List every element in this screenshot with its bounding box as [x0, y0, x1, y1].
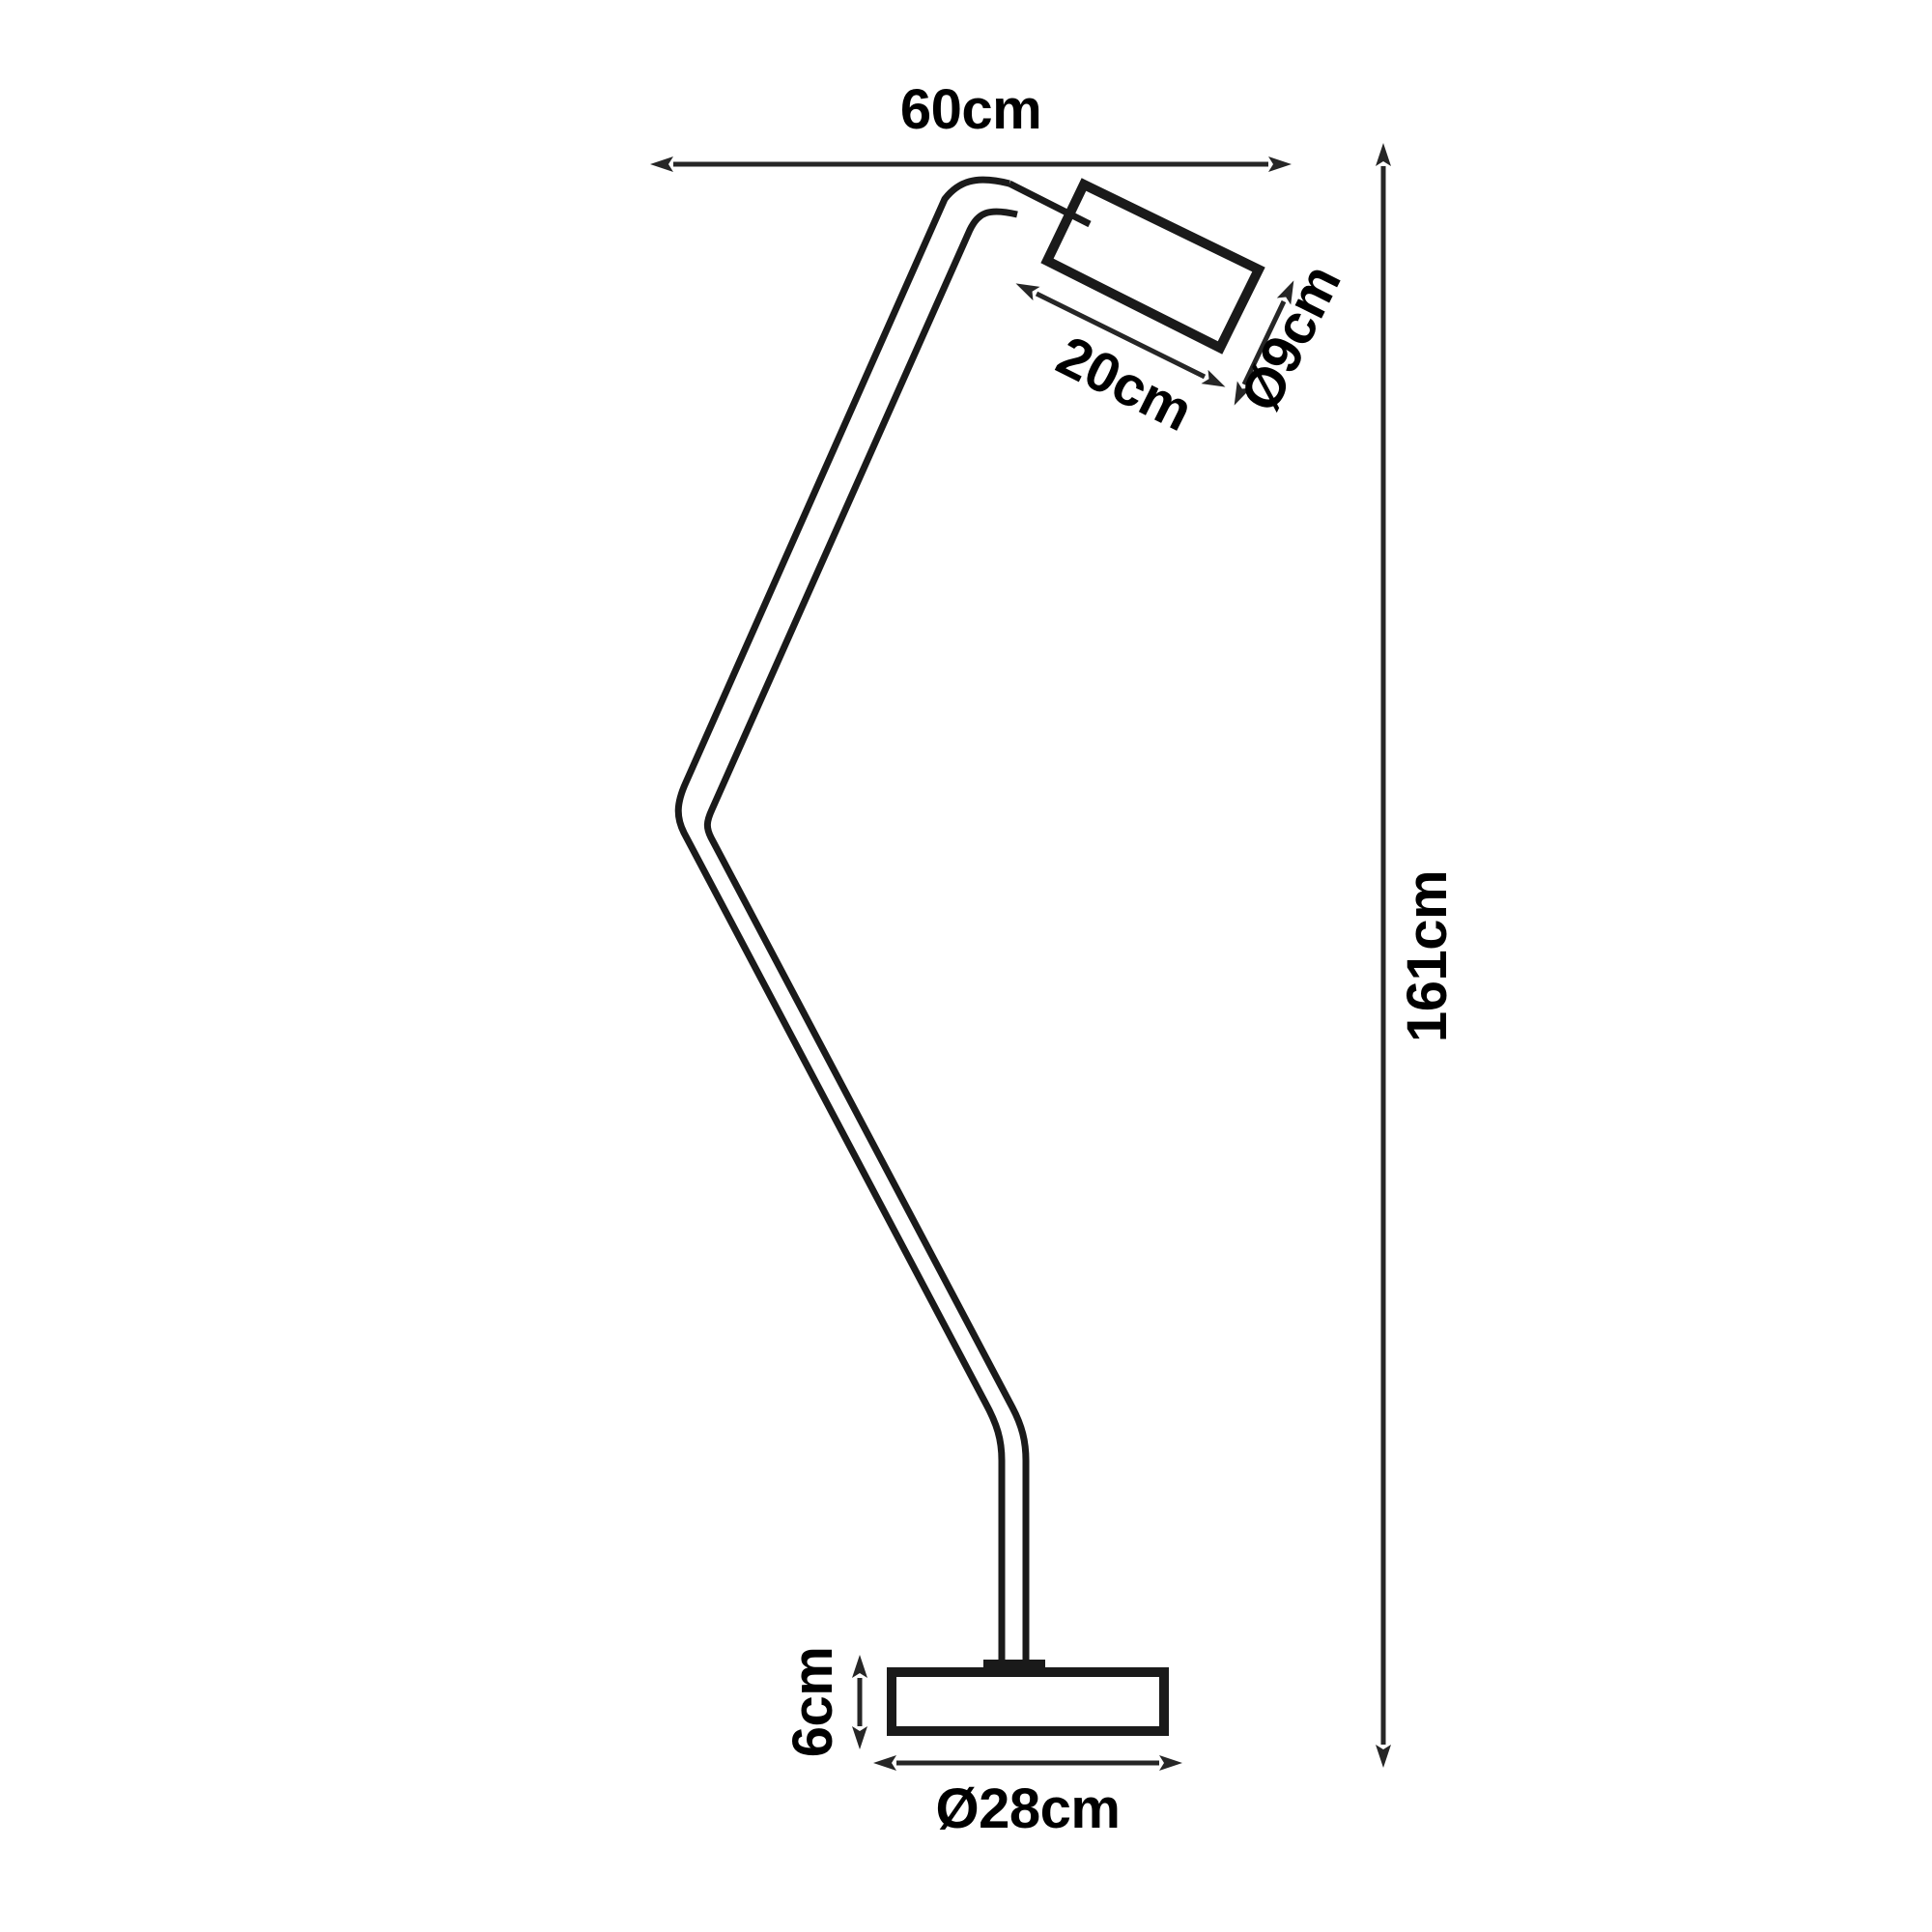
- lamp-arm-inner-edge: [703, 208, 1030, 1676]
- dimension-label-161cm: 161cm: [1396, 870, 1459, 1042]
- lamp-body: [674, 176, 1265, 1736]
- dimension-label-20cm: 20cm: [1047, 324, 1202, 442]
- lamp-head-connector: [1008, 180, 1092, 228]
- dimension-width-top: 60cm: [650, 78, 1292, 172]
- dimension-label-9cm: Ø9cm: [1228, 255, 1352, 420]
- lamp-arm-outer-edge: [674, 176, 1010, 1676]
- dimension-label-6cm: 6cm: [781, 1647, 844, 1758]
- dimension-head-diameter: Ø9cm: [1228, 255, 1352, 420]
- dimension-line-20cm: [1015, 283, 1226, 387]
- dimension-base-height: 6cm: [781, 1647, 867, 1758]
- dimension-base-diameter: Ø28cm: [873, 1755, 1182, 1840]
- lamp-base-disc: [887, 1667, 1169, 1736]
- dimension-head-length: 20cm: [1015, 283, 1226, 443]
- dimension-label-60cm: 60cm: [900, 78, 1041, 141]
- lamp-head-shade: [1040, 178, 1265, 355]
- dimension-label-28cm: Ø28cm: [936, 1777, 1121, 1840]
- dimension-total-height: 161cm: [1376, 143, 1459, 1768]
- dimension-line-9cm: [1234, 280, 1294, 406]
